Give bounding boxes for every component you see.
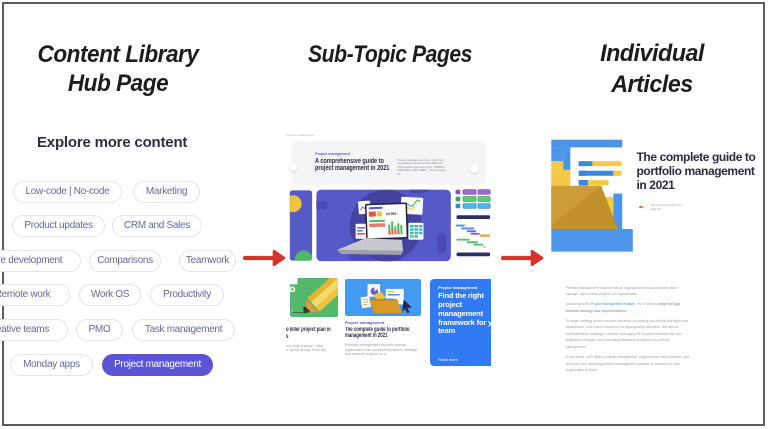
- svg-text:24 560: 24 560: [386, 212, 397, 216]
